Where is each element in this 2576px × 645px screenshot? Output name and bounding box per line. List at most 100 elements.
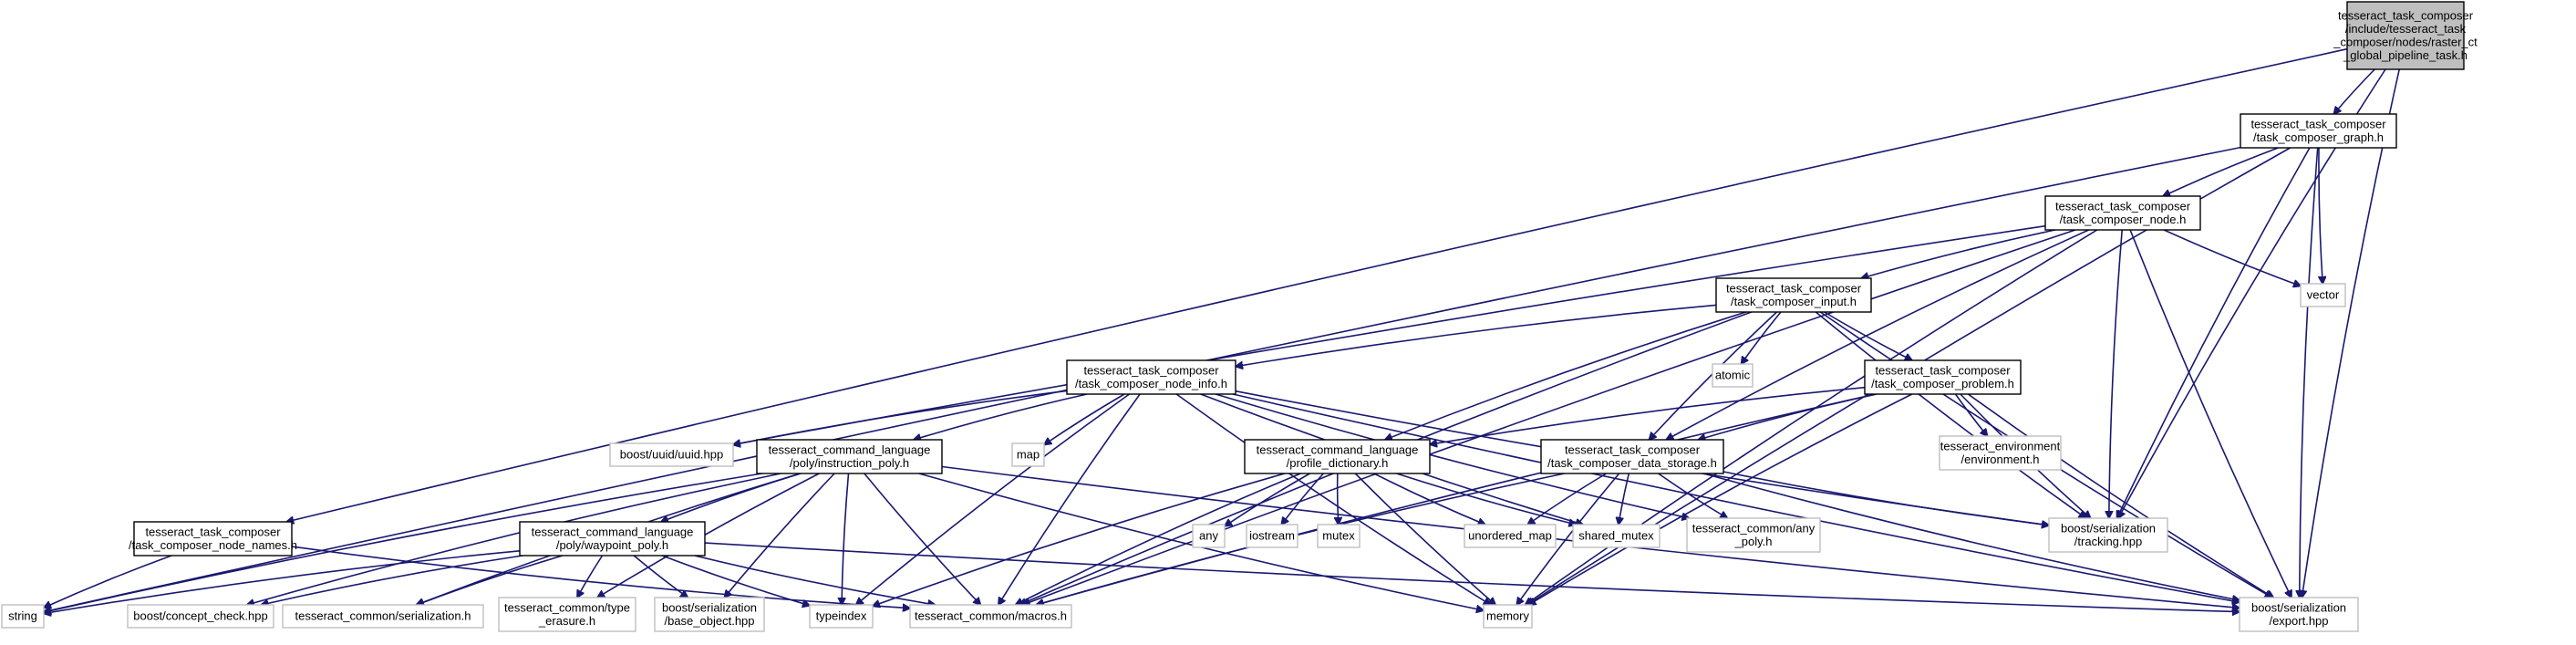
- edge-node_names-to-macros: [291, 546, 910, 609]
- node-label-line: vector: [2307, 288, 2340, 302]
- node-label-line: /export.hpp: [2269, 614, 2328, 628]
- node-box-node_names: [133, 521, 293, 557]
- node-node_h[interactable]: tesseract_task_composer/task_composer_no…: [2044, 195, 2201, 231]
- node-label-line: tesseract_task_composer: [2250, 117, 2386, 130]
- node-graph_h[interactable]: tesseract_task_composer/task_composer_gr…: [2240, 113, 2397, 149]
- node-label-line: atomic: [1715, 369, 1751, 382]
- node-label-tracking: boost/serialization/tracking.hpp: [2061, 521, 2156, 548]
- node-type_erasure: tesseract_common/type_erasure.h: [498, 597, 636, 632]
- node-label-line: tesseract_command_language: [1257, 442, 1419, 456]
- edge-instr_poly-to-string: [44, 473, 762, 612]
- nodes-layer: tesseract_task_composer/include/tesserac…: [1, 1, 2478, 632]
- node-profile_dict[interactable]: tesseract_command_language/profile_dicti…: [1244, 439, 1431, 474]
- node-label-line: tesseract_task_composer: [2338, 8, 2474, 22]
- node-label-line: memory: [1486, 609, 1529, 623]
- node-label-line: /environment.h: [1961, 453, 2040, 466]
- edge-data_storage-to-any_poly: [1658, 473, 1728, 518]
- node-data_storage[interactable]: tesseract_task_composer/task_composer_da…: [1540, 439, 1724, 474]
- edge-data_storage-to-memory: [1516, 473, 1620, 605]
- edge-node_info_h-to-memory: [1175, 393, 1491, 605]
- edge-node_info_h-to-macros: [998, 393, 1141, 605]
- node-label-any: any: [1199, 529, 1218, 543]
- edge-waypoint_poly-to-string: [44, 550, 521, 614]
- node-macros: tesseract_common/macros.h: [909, 604, 1072, 629]
- node-label-line: _poly.h: [1734, 535, 1773, 548]
- edge-waypoint_poly-to-type_erasure: [577, 555, 604, 598]
- node-label-line: boost/serialization: [2061, 521, 2156, 535]
- node-label-line: boost/uuid/uuid.hpp: [620, 448, 723, 462]
- node-box-root: [2346, 1, 2465, 70]
- node-label-line: tesseract_task_composer: [1875, 363, 2011, 377]
- node-typeindex: typeindex: [809, 604, 874, 629]
- node-tracking: boost/serialization/tracking.hpp: [2048, 517, 2168, 553]
- edge-profile_dict-to-shared_mutex: [1396, 473, 1577, 525]
- node-shared_mutex: shared_mutex: [1572, 524, 1660, 548]
- node-label-line: tesseract_command_language: [769, 442, 931, 456]
- node-uuid: boost/uuid/uuid.hpp: [609, 442, 734, 467]
- edge-profile_dict-to-macros: [1016, 473, 1301, 605]
- node-label-line: iostream: [1249, 529, 1295, 543]
- node-label-node_info_h: tesseract_task_composer/task_composer_no…: [1075, 363, 1227, 390]
- node-node_names[interactable]: tesseract_task_composer/task_composer_no…: [129, 521, 297, 557]
- node-any: any: [1192, 524, 1226, 548]
- node-label-macros: tesseract_common/macros.h: [915, 609, 1067, 623]
- node-string: string: [1, 604, 45, 629]
- edge-input_h-to-profile_dict: [1385, 311, 1746, 440]
- node-label-line: /task_composer_node.h: [2060, 213, 2187, 226]
- node-root[interactable]: tesseract_task_composer/include/tesserac…: [2333, 1, 2478, 70]
- node-box-profile_dict: [1244, 439, 1431, 474]
- node-map: map: [1011, 442, 1045, 467]
- edge-problem_h-to-export: [1967, 393, 2273, 598]
- node-label-line: tesseract_environment: [1940, 439, 2061, 453]
- node-box-iostream: [1246, 524, 1298, 548]
- edge-root-to-node_names: [286, 47, 2348, 522]
- node-label-node_names: tesseract_task_composer/task_composer_no…: [129, 525, 297, 552]
- edge-node_info_h-to-uuid: [733, 390, 1068, 444]
- node-label-mutex: mutex: [1322, 529, 1355, 543]
- node-label-waypoint_poly: tesseract_command_language/poly/waypoint…: [532, 525, 694, 552]
- node-label-line: /profile_dictionary.h: [1287, 456, 1389, 470]
- node-label-line: string: [8, 609, 37, 623]
- edge-problem_h-to-data_storage: [1698, 393, 1878, 440]
- node-label-line: tesseract_task_composer: [145, 525, 281, 538]
- edge-node_h-to-input_h: [1861, 229, 2055, 278]
- edge-waypoint_poly-to-macros: [694, 555, 936, 605]
- node-label-atomic: atomic: [1715, 369, 1751, 382]
- node-label-line: _erasure.h: [538, 614, 595, 628]
- edge-instr_poly-to-typeindex: [842, 473, 850, 605]
- node-problem_h[interactable]: tesseract_task_composer/task_composer_pr…: [1864, 359, 2022, 395]
- node-label-line: mutex: [1322, 529, 1355, 543]
- node-instr_poly[interactable]: tesseract_command_language/poly/instruct…: [756, 439, 943, 474]
- node-node_info_h[interactable]: tesseract_task_composer/task_composer_no…: [1066, 359, 1236, 395]
- node-label-vector: vector: [2307, 288, 2340, 302]
- node-input_h[interactable]: tesseract_task_composer/task_composer_in…: [1715, 277, 1872, 313]
- node-box-node_info_h: [1066, 359, 1236, 395]
- node-concept_check: boost/concept_check.hpp: [127, 604, 274, 629]
- edge-node_info_h-to-export: [1232, 393, 2240, 602]
- node-box-data_storage: [1540, 439, 1724, 474]
- node-mutex: mutex: [1317, 524, 1360, 548]
- node-label-line: tesseract_task_composer: [1726, 281, 1862, 295]
- node-label-line: tesseract_common/serialization.h: [295, 609, 471, 623]
- node-box-export: [2239, 597, 2359, 632]
- node-label-line: /task_composer_graph.h: [2253, 130, 2384, 144]
- node-box-graph_h: [2240, 113, 2397, 149]
- edge-waypoint_poly-to-common_serial: [417, 555, 564, 605]
- node-box-macros: [909, 604, 1072, 629]
- edge-instr_poly-to-concept_check: [247, 473, 781, 605]
- node-label-problem_h: tesseract_task_composer/task_composer_pr…: [1871, 363, 2014, 390]
- node-label-any_poly: tesseract_common/any_poly.h: [1692, 521, 1816, 548]
- edge-graph_h-to-tracking: [2117, 147, 2311, 518]
- edge-node_h-to-macros: [1023, 229, 2076, 605]
- node-label-string: string: [8, 609, 37, 623]
- node-label-unordered_map: unordered_map: [1468, 529, 1552, 543]
- node-label-shared_mutex: shared_mutex: [1578, 529, 1654, 543]
- node-box-typeindex: [809, 604, 874, 629]
- node-waypoint_poly[interactable]: tesseract_command_language/poly/waypoint…: [519, 521, 706, 557]
- edge-data_storage-to-tracking: [1723, 471, 2049, 525]
- node-box-shared_mutex: [1572, 524, 1660, 548]
- node-label-line: _global_pipeline_task.h: [2343, 48, 2467, 62]
- node-label-line: boost/serialization: [2251, 600, 2346, 614]
- node-label-line: /task_composer_input.h: [1731, 295, 1857, 308]
